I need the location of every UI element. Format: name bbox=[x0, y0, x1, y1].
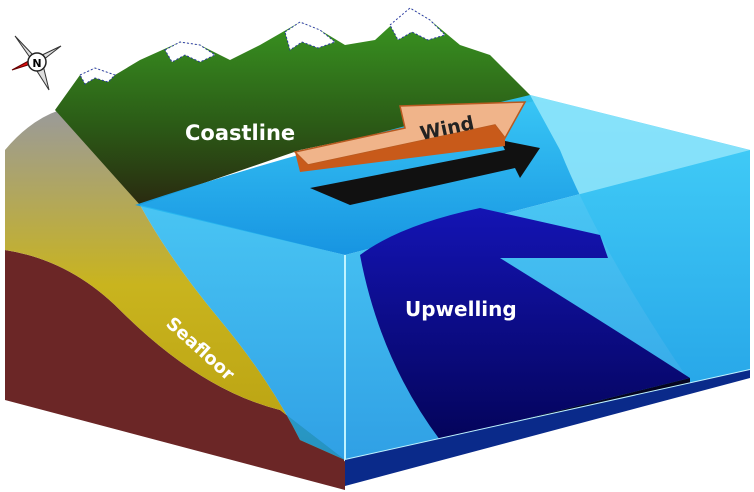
upwelling-label: Upwelling bbox=[405, 297, 517, 321]
seafloor-sediment bbox=[5, 110, 345, 460]
snow-caps bbox=[79, 7, 446, 85]
compass-north-label: N bbox=[32, 57, 41, 70]
compass-icon bbox=[11, 35, 62, 91]
wind-arrow-side bbox=[295, 125, 505, 172]
wind-arrow bbox=[293, 101, 527, 166]
coastline-label: Coastline bbox=[185, 121, 295, 145]
bedrock bbox=[5, 250, 345, 490]
upwelling-plume bbox=[360, 208, 690, 440]
wind-shadow-arrow bbox=[310, 140, 540, 205]
box-base bbox=[345, 370, 750, 486]
